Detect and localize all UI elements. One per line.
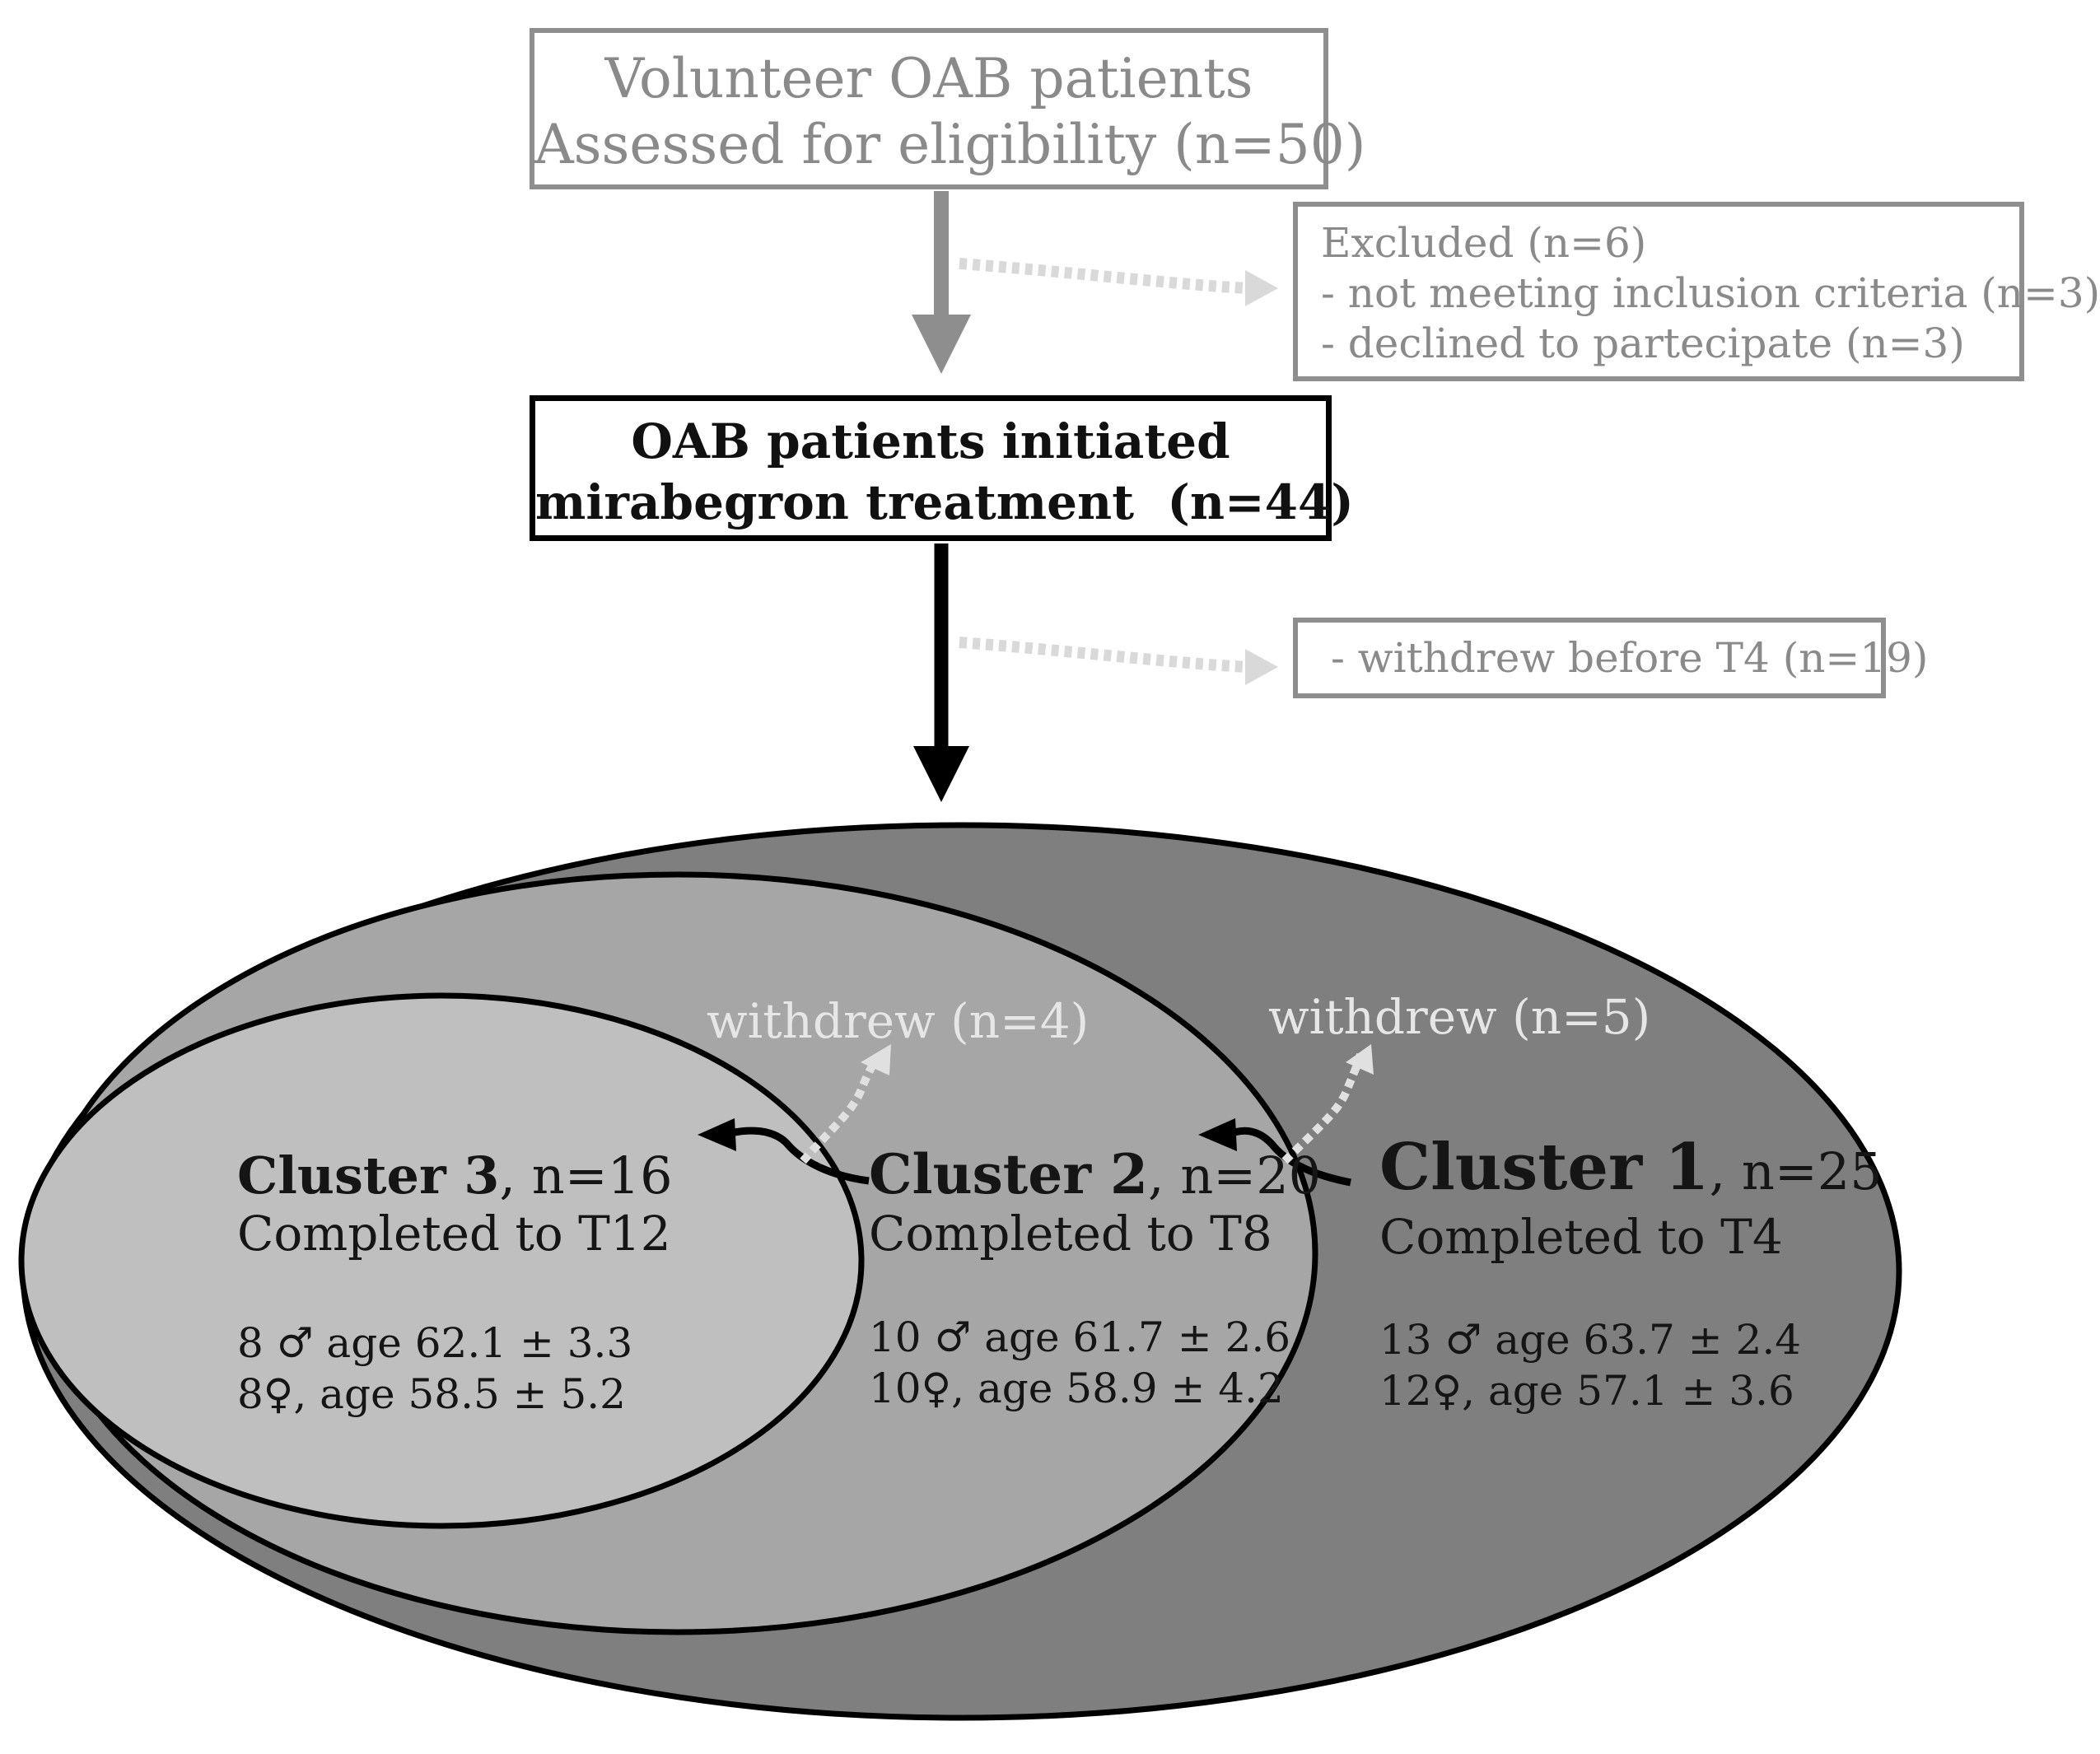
withdrew-t4-text: - withdrew before T4 (n=19): [1331, 634, 1929, 682]
cluster-1-male-stats: 13 ♂ age 63.7 ± 2.4: [1379, 1316, 1802, 1364]
excluded-line2: - not meeting inclusion criteria (n=3): [1321, 269, 2100, 317]
volunteer-line1: Volunteer OAB patients: [604, 47, 1253, 110]
cluster-1-female-stats: 12♀, age 57.1 ± 3.6: [1379, 1367, 1794, 1415]
arrow-cluster2-to-cluster3: [723, 1127, 870, 1185]
withdrew-arrow-cluster1: [1281, 1052, 1365, 1164]
initiated-line2: mirabegron treatment (n=44): [535, 474, 1354, 530]
volunteer-patients-box: Volunteer OAB patients Assessed for elig…: [530, 28, 1366, 189]
arrow-cluster2-to-cluster3-head: [698, 1118, 736, 1151]
cluster-3-male-stats: 8 ♂ age 62.1 ± 3.3: [237, 1319, 633, 1367]
arrow-cluster1-to-cluster2: [1225, 1127, 1351, 1187]
dotted-arrow-excluded: [959, 258, 1248, 294]
arrow-cluster1-to-cluster2-head: [1198, 1118, 1237, 1151]
cluster-2-n: , n=20: [1147, 1145, 1322, 1206]
cluster-3-title: Cluster 3, n=16: [237, 1145, 673, 1207]
cluster-2-name: Cluster 2: [869, 1142, 1148, 1206]
cluster-3-completed: Completed to T12: [237, 1206, 671, 1262]
initiated-line1: OAB patients initiated: [631, 413, 1230, 469]
cluster-2-male-stats: 10 ♂ age 61.7 ± 2.6: [869, 1313, 1291, 1361]
cluster-1-title: Cluster 1, n=25: [1379, 1136, 1883, 1203]
cluster-2-female-stats: 10♀, age 58.9 ± 4.2: [869, 1364, 1284, 1412]
withdrew-arrow-cluster2: [800, 1054, 881, 1164]
cluster-2-title: Cluster 2, n=20: [869, 1143, 1321, 1207]
cluster-1-name: Cluster 1: [1379, 1130, 1710, 1205]
excluded-box: Excluded (n=6) - not meeting inclusion c…: [1293, 202, 2100, 381]
volunteer-line2: Assessed for eligibility (n=50): [534, 113, 1366, 176]
cluster-3-n: , n=16: [499, 1145, 673, 1206]
initiated-treatment-box: OAB patients initiated mirabegron treatm…: [530, 395, 1354, 541]
cluster-1-withdrew-label: withdrew (n=5): [1268, 989, 1651, 1045]
flow-diagram-canvas: [18, 191, 1902, 1721]
cluster-2-completed: Completed to T8: [869, 1206, 1272, 1262]
excluded-line1: Excluded (n=6): [1321, 219, 1647, 267]
cluster-3-ellipse: [18, 992, 865, 1529]
dotted-arrow-excluded-head: [1245, 270, 1278, 306]
cluster-3-female-stats: 8♀, age 58.5 ± 5.2: [237, 1370, 626, 1418]
cluster-1-n: , n=25: [1709, 1141, 1883, 1201]
dotted-arrow-withdrew-t4: [959, 637, 1248, 673]
cluster-2-withdrew-label: withdrew (n=4): [707, 993, 1090, 1049]
withdrew-arrow-cluster2-head: [861, 1044, 891, 1075]
cluster-1-completed: Completed to T4: [1379, 1209, 1783, 1265]
cluster-3-name: Cluster 3: [237, 1145, 500, 1206]
withdrew-before-t4-box: - withdrew before T4 (n=19): [1293, 618, 1929, 698]
excluded-line3: - declined to partecipate (n=3): [1321, 320, 1965, 367]
dotted-arrow-withdrew-t4-head: [1245, 649, 1278, 685]
withdrew-arrow-cluster1-head: [1346, 1044, 1374, 1075]
